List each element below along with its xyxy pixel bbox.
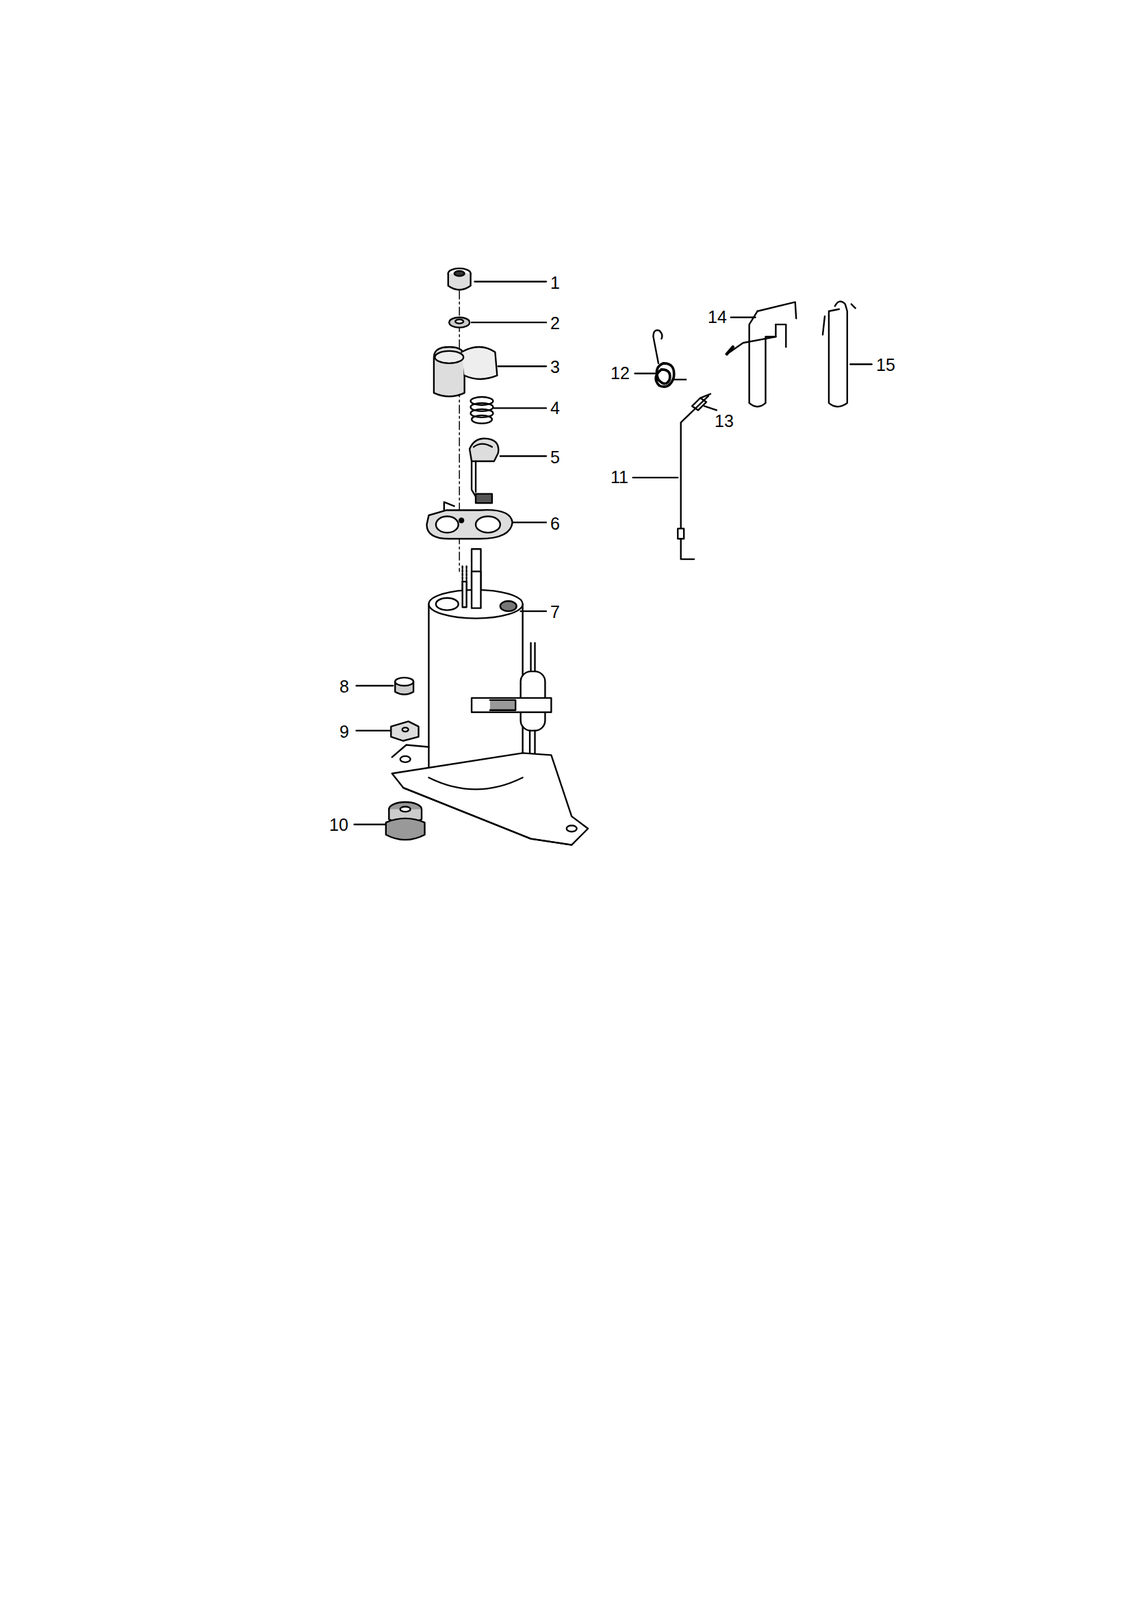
callout-number: 11: [609, 468, 630, 487]
callout-number: 13: [713, 412, 736, 431]
callout-number: 5: [548, 448, 562, 467]
callout-number: 14: [706, 308, 729, 327]
callout-number: 15: [874, 355, 897, 375]
callout-number: 7: [548, 603, 562, 622]
callout-number: 6: [548, 514, 562, 534]
callout-number: 10: [327, 815, 350, 835]
callout-number: 9: [338, 722, 351, 742]
callout-number: 8: [338, 677, 351, 697]
callout-number: 3: [548, 357, 562, 377]
callout-number: 2: [548, 314, 562, 333]
callout-number: 12: [609, 364, 632, 383]
callout-number: 4: [548, 399, 562, 418]
callout-number: 1: [548, 273, 562, 293]
